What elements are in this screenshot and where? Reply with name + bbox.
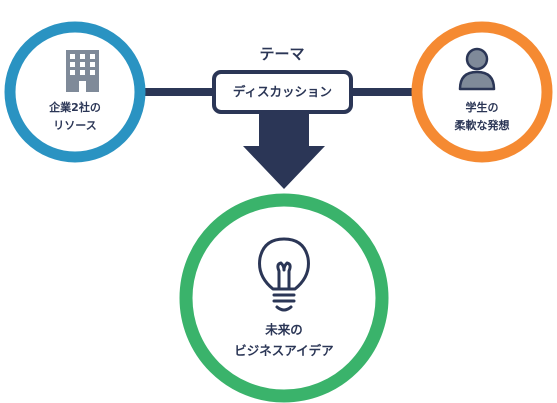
theme-box-text: ディスカッション <box>232 84 333 99</box>
right-node-line1: 学生の <box>465 101 499 114</box>
building-icon <box>66 50 99 92</box>
right-node-label: 学生の 柔軟な発想 <box>437 99 527 135</box>
person-icon <box>458 47 496 91</box>
bottom-node-label: 未来の ビジネスアイデア <box>219 319 349 361</box>
theme-title: テーマ <box>259 45 305 63</box>
left-node-line2: リソース <box>53 119 97 132</box>
bottom-node-ring <box>179 193 389 403</box>
lightbulb-icon <box>258 237 310 312</box>
theme-box-label: ディスカッション <box>216 81 349 102</box>
bottom-node-line2: ビジネスアイデア <box>234 343 334 358</box>
right-node-line2: 柔軟な発想 <box>454 119 510 132</box>
bottom-node-line1: 未来の <box>265 322 303 337</box>
left-node-line1: 企業2社の <box>49 101 101 114</box>
down-arrow <box>243 112 325 189</box>
left-node-label: 企業2社の リソース <box>35 99 115 135</box>
right-node-ring <box>411 21 553 163</box>
